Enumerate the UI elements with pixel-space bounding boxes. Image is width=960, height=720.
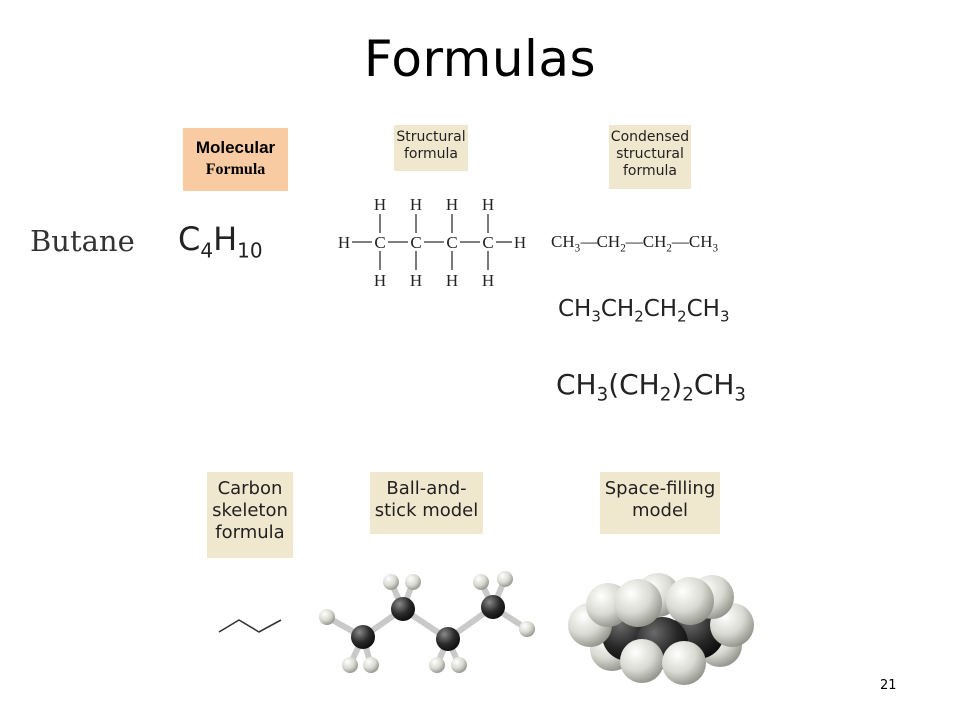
- cf1-sub3b: 3: [712, 242, 719, 255]
- cf3-p2: (CH: [608, 368, 660, 401]
- cf3-p3: 2: [659, 384, 672, 406]
- hydrogen-right: H: [514, 233, 526, 252]
- molecular-header-line1: Molecular: [195, 138, 276, 157]
- condensed-formula-dashes: CH3 —CH2—CH2—CH3: [551, 232, 719, 255]
- structural-header-line1: Structural: [396, 129, 466, 145]
- ball-and-stick-model: [319, 571, 535, 673]
- ball-stick-carbons: [351, 595, 505, 651]
- skeleton-header-line3: formula: [215, 522, 285, 543]
- hydrogen-bottom-3: H: [446, 271, 458, 290]
- cf2-p4: CH: [643, 296, 678, 322]
- molecular-formula-header: Molecular Formula: [183, 128, 288, 191]
- cf3-p0: CH: [556, 368, 597, 401]
- cf1-ch2b: CH: [642, 232, 667, 251]
- hydrogen-top-2: H: [410, 195, 422, 214]
- condensed-formula-compact: CH3CH2CH2CH3: [558, 296, 730, 326]
- cf3-p7: 3: [734, 384, 746, 406]
- hydrogen-top-4: H: [482, 195, 494, 214]
- ballstick-header-line1: Ball-and-: [386, 478, 467, 499]
- hydrogen-left: H: [338, 233, 350, 252]
- cf2-p7: 3: [719, 307, 730, 326]
- carbon-skeleton-header: Carbon skeleton formula: [207, 472, 293, 558]
- ball-stick-hydrogens: [319, 571, 535, 673]
- ballstick-header-line2: stick model: [374, 500, 479, 521]
- structural-header-line2: formula: [404, 146, 458, 162]
- cf1-ch2a: CH: [596, 232, 621, 251]
- cf3-p4: ): [671, 368, 683, 401]
- skeleton-header-line1: Carbon: [217, 478, 283, 499]
- spacefill-header-line2: model: [631, 500, 689, 521]
- mf-h-count: 10: [237, 238, 263, 263]
- cf3-p5: 2: [682, 384, 694, 406]
- spacefill-header-line1: Space-filling: [604, 478, 716, 499]
- hydrogen-bottom-2: H: [410, 271, 422, 290]
- cf2-p1: 3: [591, 307, 601, 326]
- mf-c: C: [178, 220, 201, 258]
- cf2-p6: CH: [686, 296, 720, 322]
- carbon-atom-3: C: [446, 233, 457, 252]
- space-filling-header: Space-filling model: [600, 472, 720, 534]
- cf3-p6: CH: [693, 368, 735, 401]
- page-title: Formulas: [363, 30, 597, 88]
- hydrogen-top-1: H: [374, 195, 386, 214]
- space-fill-atoms: [568, 573, 754, 685]
- cf1-sub2a: 2: [620, 242, 626, 255]
- page-number: 21: [880, 678, 897, 693]
- condensed-header-line3: formula: [623, 163, 677, 179]
- cf1-ch3b: CH: [688, 232, 713, 251]
- carbon-atom-2: C: [410, 233, 421, 252]
- space-filling-model: [568, 573, 754, 685]
- ball-stick-bonds: [324, 576, 530, 668]
- hydrogen-bottom-1: H: [374, 271, 386, 290]
- carbon-atom-1: C: [374, 233, 385, 252]
- compound-name: Butane: [30, 224, 135, 258]
- condensed-formula-grouped: CH3(CH2)2CH3: [556, 368, 746, 406]
- carbon-atom-4: C: [482, 233, 493, 252]
- molecular-formula: C4H10: [178, 220, 263, 262]
- skeleton-zigzag: [218, 619, 282, 633]
- hydrogen-top-3: H: [446, 195, 458, 214]
- structural-formula-header: Structural formula: [394, 125, 468, 171]
- condensed-formula-header: Condensed structural formula: [609, 125, 691, 189]
- cf2-p3: 2: [634, 307, 644, 326]
- cf1-sub2b: 2: [666, 242, 672, 255]
- condensed-header-line1: Condensed: [610, 129, 690, 145]
- condensed-header-line2: structural: [616, 146, 684, 162]
- cf2-p2: CH: [600, 296, 635, 322]
- cf2-p5: 2: [677, 307, 687, 326]
- ball-and-stick-header: Ball-and- stick model: [370, 472, 483, 534]
- mf-h: H: [213, 220, 238, 258]
- skeleton-header-line2: skeleton: [212, 500, 288, 521]
- cf1-sub3a: 3: [574, 242, 581, 255]
- cf2-p0: CH: [558, 296, 592, 322]
- cf3-p1: 3: [596, 384, 609, 406]
- molecular-header-line2: Formula: [205, 161, 266, 178]
- hydrogen-bottom-4: H: [482, 271, 494, 290]
- mf-c-count: 4: [200, 238, 214, 263]
- carbon-skeleton-diagram: [218, 619, 282, 633]
- cf1-ch3a: CH: [551, 232, 575, 251]
